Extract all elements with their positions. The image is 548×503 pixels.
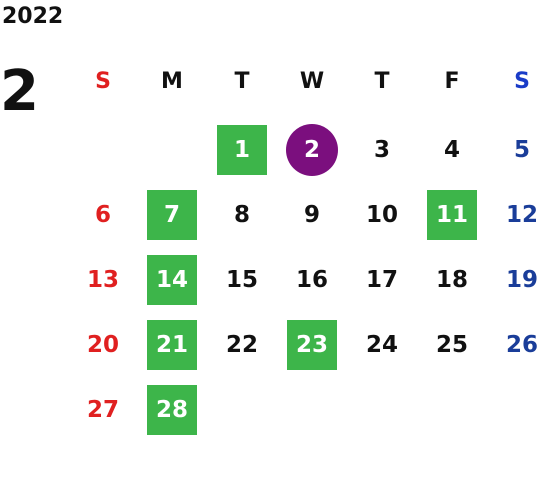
weekday-header-saturday: S bbox=[514, 68, 530, 94]
year-label: 2022 bbox=[2, 4, 64, 29]
day-cell-11[interactable]: 11 bbox=[427, 190, 477, 240]
day-cell-20[interactable]: 20 bbox=[86, 332, 119, 358]
weekday-header-thursday: T bbox=[374, 68, 390, 94]
day-cell-15[interactable]: 15 bbox=[225, 267, 258, 293]
day-cell-10[interactable]: 10 bbox=[365, 202, 398, 228]
weekday-header-wednesday: W bbox=[299, 68, 325, 94]
day-cell-26[interactable]: 26 bbox=[505, 332, 538, 358]
day-cell-25[interactable]: 25 bbox=[435, 332, 468, 358]
day-cell-28[interactable]: 28 bbox=[147, 385, 197, 435]
day-cell-23[interactable]: 23 bbox=[287, 320, 337, 370]
day-cell-19[interactable]: 19 bbox=[505, 267, 538, 293]
day-cell-5[interactable]: 5 bbox=[513, 137, 530, 163]
day-cell-4[interactable]: 4 bbox=[443, 137, 460, 163]
day-cell-8[interactable]: 8 bbox=[233, 202, 250, 228]
day-cell-6[interactable]: 6 bbox=[94, 202, 111, 228]
day-cell-13[interactable]: 13 bbox=[86, 267, 119, 293]
day-cell-27[interactable]: 27 bbox=[86, 397, 119, 423]
day-cell-9[interactable]: 9 bbox=[303, 202, 320, 228]
weekday-header-monday: M bbox=[161, 68, 183, 94]
day-cell-12[interactable]: 12 bbox=[505, 202, 538, 228]
weekday-header-friday: F bbox=[444, 68, 460, 94]
today-day-cell[interactable]: 2 bbox=[286, 124, 338, 176]
day-cell-3[interactable]: 3 bbox=[373, 137, 390, 163]
weekday-header-tuesday: T bbox=[234, 68, 250, 94]
month-number: 2 bbox=[0, 59, 39, 124]
weekday-header-sunday: S bbox=[95, 68, 111, 94]
day-cell-16[interactable]: 16 bbox=[295, 267, 328, 293]
day-cell-17[interactable]: 17 bbox=[365, 267, 398, 293]
day-cell-24[interactable]: 24 bbox=[365, 332, 398, 358]
day-cell-7[interactable]: 7 bbox=[147, 190, 197, 240]
day-cell-14[interactable]: 14 bbox=[147, 255, 197, 305]
day-cell-21[interactable]: 21 bbox=[147, 320, 197, 370]
day-cell-1[interactable]: 1 bbox=[217, 125, 267, 175]
day-cell-18[interactable]: 18 bbox=[435, 267, 468, 293]
day-cell-22[interactable]: 22 bbox=[225, 332, 258, 358]
